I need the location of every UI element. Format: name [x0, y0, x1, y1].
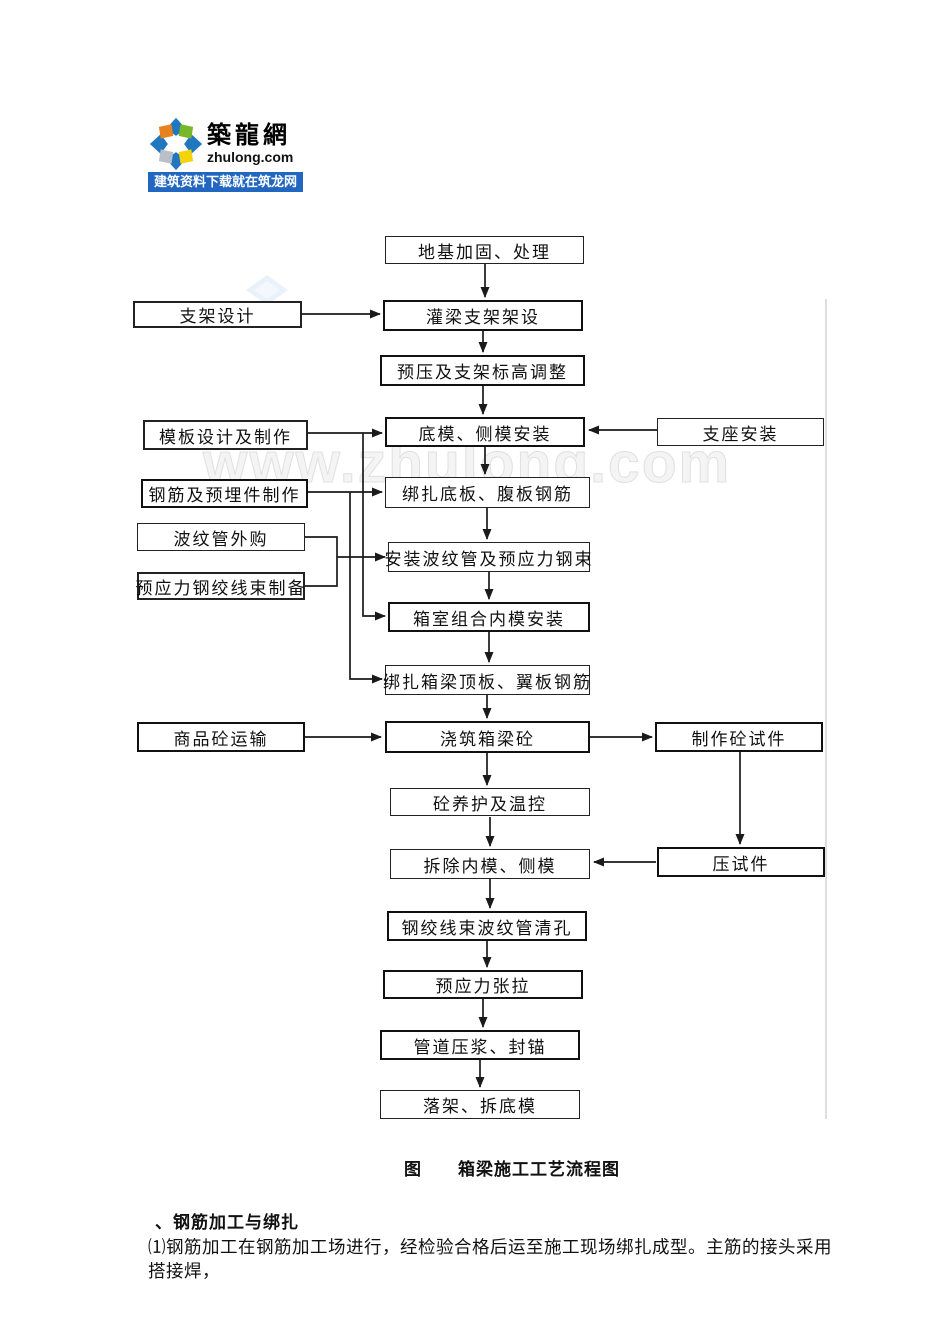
- flow-node-foundation-treatment: 地基加固、处理: [385, 236, 584, 264]
- flow-node-support-design: 支架设计: [133, 301, 302, 328]
- logo-site-domain: zhulong.com: [207, 149, 294, 165]
- section-heading: 、钢筋加工与绑扎: [155, 1213, 299, 1232]
- flow-node-prestress-tensioning: 预应力张拉: [383, 970, 583, 999]
- flow-node-bearing-install: 支座安装: [657, 418, 824, 446]
- flow-node-lower-frame-remove-form: 落架、拆底模: [380, 1090, 580, 1119]
- logo-site-name: 築龍網: [207, 123, 291, 149]
- zhulong-logo-icon: [149, 117, 203, 171]
- flow-node-duct-grouting-anchor: 管道压浆、封锚: [380, 1030, 580, 1060]
- flow-node-tie-bottom-web-rebar: 绑扎底板、腹板钢筋: [385, 477, 590, 508]
- flow-node-formwork-design: 模板设计及制作: [143, 420, 308, 450]
- body-paragraph: ⑴钢筋加工在钢筋加工场进行，经检验合格后运至施工现场绑扎成型。主筋的接头采用搭接…: [148, 1237, 832, 1281]
- flow-node-make-specimens: 制作砼试件: [655, 722, 823, 752]
- zhulong-logo: 築龍網 zhulong.com 建筑资料下载就在筑龙网: [148, 116, 303, 192]
- flow-node-strand-bundle-preparation: 预应力钢绞线束制备: [136, 572, 305, 600]
- flow-node-rebar-embed-fabrication: 钢筋及预埋件制作: [141, 479, 308, 508]
- flow-node-remove-inner-side-form: 拆除内模、侧模: [390, 849, 590, 879]
- diamond-watermark: [246, 275, 288, 305]
- flow-node-install-pipe-prestress: 安装波纹管及预应力钢束: [385, 542, 592, 572]
- flow-node-press-specimens: 压试件: [657, 847, 825, 877]
- flow-node-tie-top-wing-rebar: 绑扎箱梁顶板、翼板钢筋: [383, 665, 590, 695]
- figure-caption: 图 箱梁施工工艺流程图: [404, 1160, 620, 1179]
- flow-node-corrugated-pipe-purchase: 波纹管外购: [137, 523, 305, 551]
- flow-node-concrete-transport: 商品砼运输: [137, 722, 305, 752]
- page-rule-line: [825, 299, 827, 1119]
- flow-node-inner-form-install: 箱室组合内模安装: [388, 602, 590, 632]
- logo-top: 築龍網 zhulong.com: [148, 116, 303, 172]
- flow-node-girder-scaffold-erection: 灌梁支架架设: [383, 300, 583, 331]
- flow-node-curing-temp-control: 砼养护及温控: [390, 788, 590, 816]
- flow-node-preload-elevation-adjust: 预压及支架标高调整: [380, 355, 585, 386]
- flow-node-pipe-hole-cleaning: 钢绞线束波纹管清孔: [387, 911, 587, 941]
- flow-node-bottom-side-form-install: 底模、侧模安装: [385, 417, 585, 447]
- flow-node-pour-concrete: 浇筑箱梁砼: [385, 721, 590, 753]
- logo-names: 築龍網 zhulong.com: [207, 124, 293, 164]
- logo-banner: 建筑资料下载就在筑龙网: [148, 172, 303, 192]
